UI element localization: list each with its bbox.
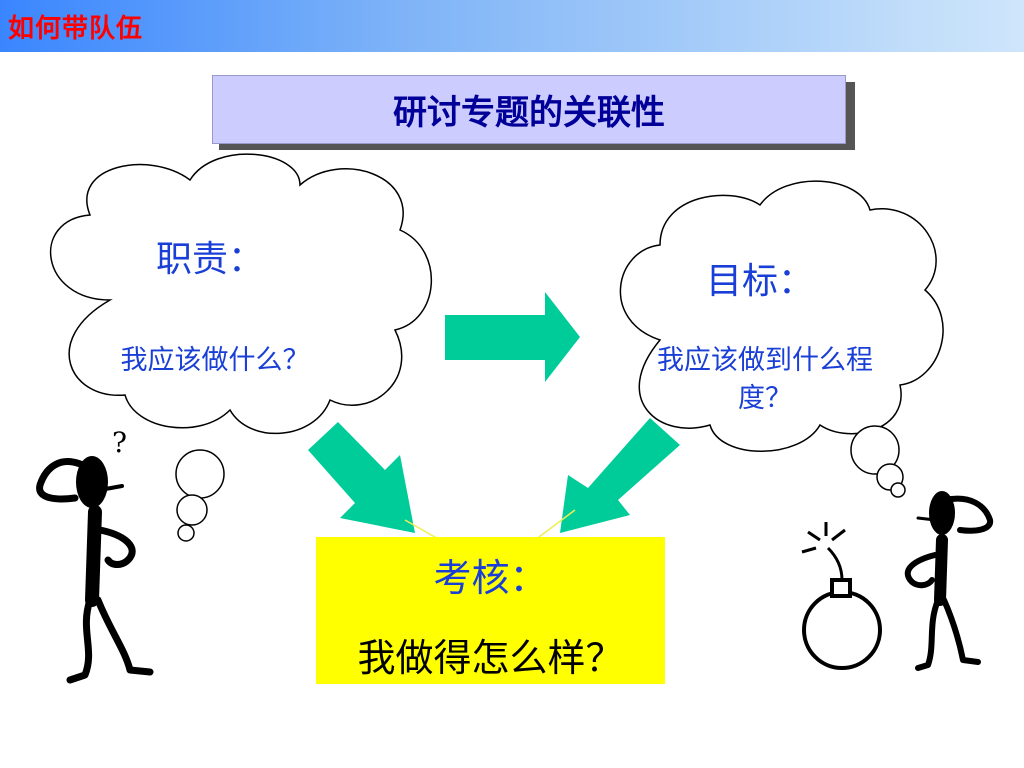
arrow-right xyxy=(445,292,580,382)
topic-title: 研讨专题的关联性 xyxy=(393,93,665,133)
cloud-right-title: 目标： xyxy=(705,261,814,302)
question-mark-left: ? xyxy=(112,426,127,459)
arrow-down-left xyxy=(560,418,680,533)
evaluation-box: 考核： 我做得怎么样？ xyxy=(316,537,665,684)
arrow-down-right xyxy=(308,422,415,533)
header-bar: 如何带队伍 xyxy=(0,0,1024,52)
evaluation-title: 考核： xyxy=(433,556,548,600)
evaluation-body: 我做得怎么样？ xyxy=(357,636,624,680)
thinking-person-right-icon xyxy=(904,491,994,671)
cloud-right-body: 我应该做到什么程度？ xyxy=(657,345,873,414)
header-title: 如何带队伍 xyxy=(8,14,144,44)
bomb-icon xyxy=(801,522,882,670)
cloud-left-title: 职责： xyxy=(155,239,264,280)
thought-cloud-right xyxy=(619,180,944,498)
topic-box: 研讨专题的关联性 xyxy=(212,75,846,144)
thought-cloud-left xyxy=(49,153,433,542)
cloud-left-body: 我应该做什么？ xyxy=(120,345,310,376)
thinking-person-left-icon xyxy=(36,456,154,684)
